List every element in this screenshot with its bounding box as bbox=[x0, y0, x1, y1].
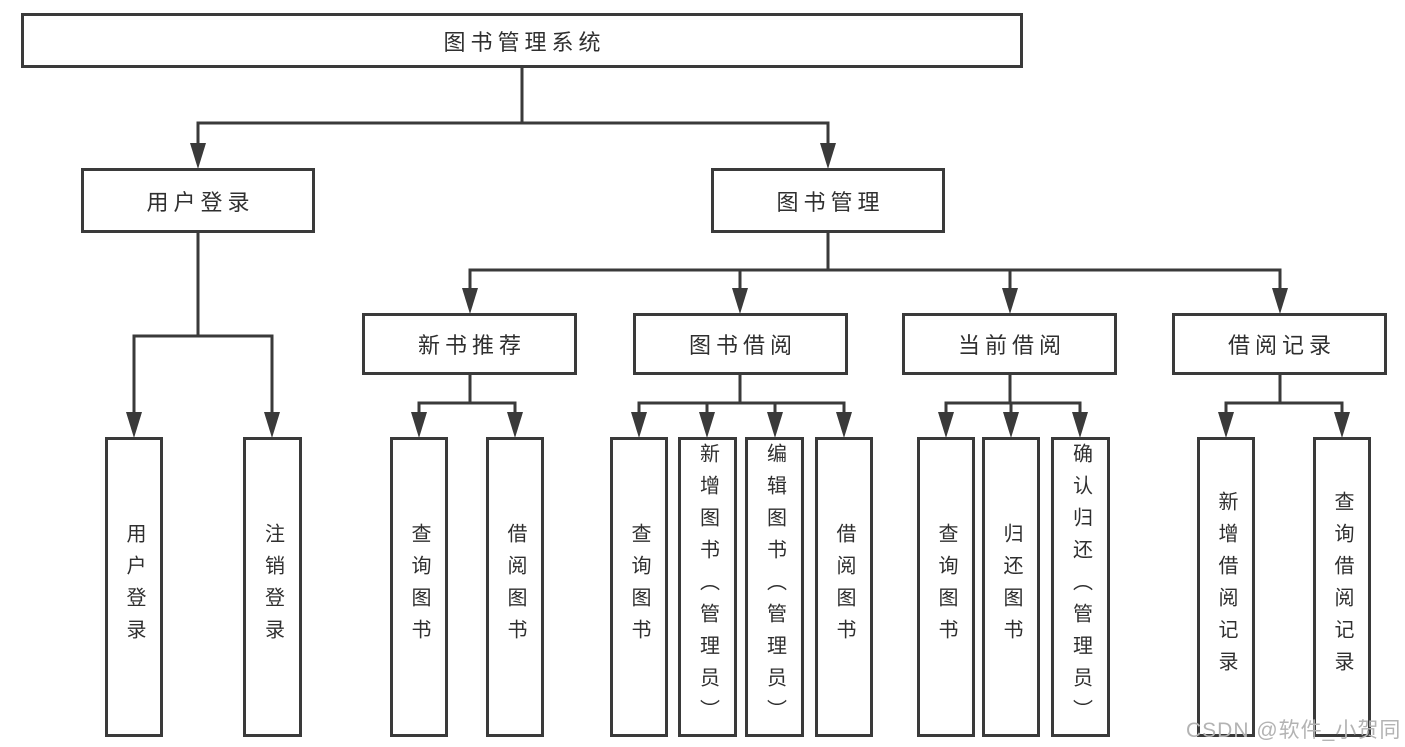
node-book-management: 图书管理 bbox=[711, 168, 945, 233]
connector-root-to-level2 bbox=[190, 68, 836, 169]
leaf-borrow-books-recommend: 借阅图书 bbox=[486, 437, 544, 737]
connector-recommend-to-leaves bbox=[411, 375, 523, 438]
leaf-borrow-books-borrowing: 借阅图书 bbox=[815, 437, 873, 737]
node-borrowing-records: 借阅记录 bbox=[1172, 313, 1387, 375]
leaf-add-book-admin: 新增图书（管理员） bbox=[678, 437, 737, 737]
connector-current-to-leaves bbox=[938, 375, 1088, 438]
leaf-return-books: 归还图书 bbox=[982, 437, 1040, 737]
leaf-query-borrow-record: 查询借阅记录 bbox=[1313, 437, 1371, 737]
leaf-confirm-return-admin: 确认归还（管理员） bbox=[1051, 437, 1110, 737]
watermark-text: CSDN @软件_小贺同学 bbox=[1186, 719, 1402, 742]
leaf-query-books-borrowing: 查询图书 bbox=[610, 437, 668, 737]
node-new-book-recommendation: 新书推荐 bbox=[362, 313, 577, 375]
connector-book-management-to-level3 bbox=[462, 233, 1288, 314]
leaf-edit-book-admin: 编辑图书（管理员） bbox=[745, 437, 804, 737]
leaf-query-books-current: 查询图书 bbox=[917, 437, 975, 737]
node-root: 图书管理系统 bbox=[21, 13, 1023, 68]
node-current-borrowing: 当前借阅 bbox=[902, 313, 1117, 375]
leaf-logout: 注销登录 bbox=[243, 437, 302, 737]
node-book-borrowing: 图书借阅 bbox=[633, 313, 848, 375]
connector-user-login-to-leaves bbox=[126, 233, 280, 438]
connector-borrowing-to-leaves bbox=[631, 375, 852, 438]
leaf-query-books-recommend: 查询图书 bbox=[390, 437, 448, 737]
leaf-add-borrow-record: 新增借阅记录 bbox=[1197, 437, 1255, 737]
leaf-user-login: 用户登录 bbox=[105, 437, 163, 737]
node-user-login: 用户登录 bbox=[81, 168, 315, 233]
connector-records-to-leaves bbox=[1218, 375, 1350, 438]
